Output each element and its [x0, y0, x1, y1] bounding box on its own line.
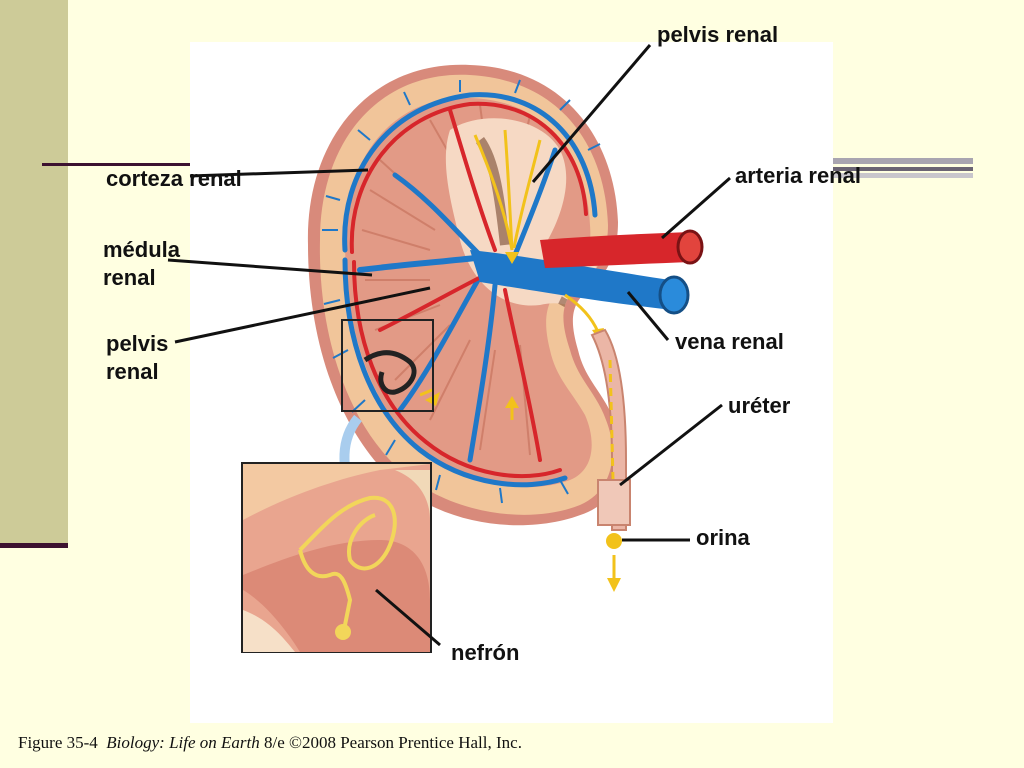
- renal-vessel-network: [342, 92, 598, 488]
- label-corteza-renal: corteza renal: [106, 166, 242, 191]
- right-divider-rules: [832, 158, 973, 180]
- renal-vein-opening: [658, 275, 690, 315]
- label-ureter: uréter: [728, 393, 791, 418]
- left-sidebar-bar: [0, 0, 68, 546]
- left-divider-rule: [0, 543, 68, 548]
- renal-artery: [540, 232, 692, 268]
- renal-artery-opening: [676, 229, 704, 265]
- top-divider-rule: [42, 163, 192, 166]
- figure-caption: Figure 35-4 Biology: Life on Earth 8/e ©…: [18, 733, 522, 753]
- urine-drop: [606, 533, 622, 549]
- label-arteria-renal: arteria renal: [735, 163, 861, 188]
- label-orina: orina: [696, 525, 750, 550]
- label-vena-renal: vena renal: [675, 329, 784, 354]
- leader-lines: [167, 44, 731, 647]
- label-nefron: nefrón: [451, 640, 520, 665]
- caption-edition-copyright: 8/e ©2008 Pearson Prentice Hall, Inc.: [264, 733, 522, 752]
- label-pelvis-left-line2: renal: [106, 359, 159, 384]
- caption-figure-number: Figure 35-4: [18, 733, 98, 752]
- label-pelvis-left-line1: pelvis: [106, 331, 169, 356]
- label-medula-line2: renal: [103, 265, 156, 290]
- renal-vein: [470, 250, 672, 310]
- label-pelvis-renal-top: pelvis renal: [657, 22, 779, 47]
- nephron-callout-box: [341, 319, 434, 412]
- urine-flow-arrows: [419, 129, 600, 420]
- caption-book-title: Biology: Life on Earth: [106, 733, 260, 752]
- label-medula-line1: médula: [103, 237, 181, 262]
